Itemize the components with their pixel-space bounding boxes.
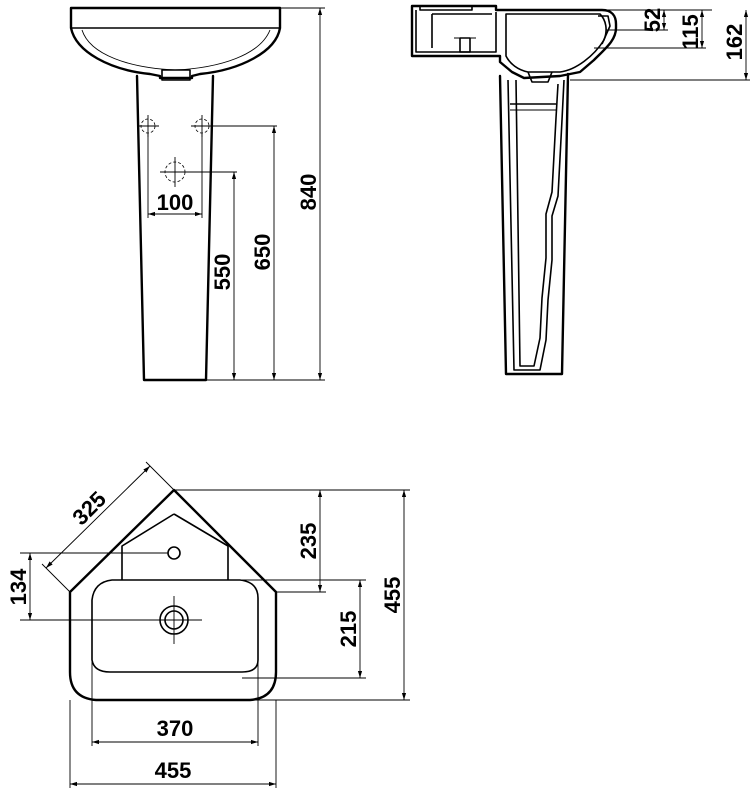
side-pedestal-outline (498, 72, 570, 376)
front-hole-right (191, 115, 277, 137)
front-basin-outline (69, 6, 282, 80)
dim-side-162: 162 (722, 24, 747, 61)
dim-top-455-depth: 455 (380, 577, 405, 614)
front-view: 100 550 650 840 (69, 6, 325, 382)
front-hole-left (137, 115, 159, 137)
dim-top-215: 215 (336, 611, 361, 648)
dim-front-840: 840 (296, 174, 321, 211)
dim-side-115: 115 (678, 14, 703, 50)
side-view: 52 115 162 (410, 4, 750, 376)
dim-front-100: 100 (157, 190, 194, 215)
top-outer-outline (68, 488, 278, 702)
front-pedestal-outline (135, 74, 215, 382)
dim-top-325: 325 (67, 486, 111, 530)
dim-top-134: 134 (6, 568, 31, 605)
dim-top-370: 370 (157, 716, 194, 741)
dim-side-52: 52 (640, 8, 665, 32)
dim-front-550: 550 (210, 254, 235, 291)
dim-top-455-width: 455 (155, 758, 192, 783)
top-tap-hole (167, 546, 181, 560)
side-basin-outline (410, 4, 618, 80)
top-bowl (91, 579, 259, 673)
top-view: 325 134 235 215 455 370 455 (6, 461, 410, 788)
front-drain-block (161, 69, 191, 81)
dim-front-650: 650 (250, 234, 275, 271)
dim-top-235: 235 (296, 523, 321, 560)
front-drain-hole (160, 157, 237, 187)
